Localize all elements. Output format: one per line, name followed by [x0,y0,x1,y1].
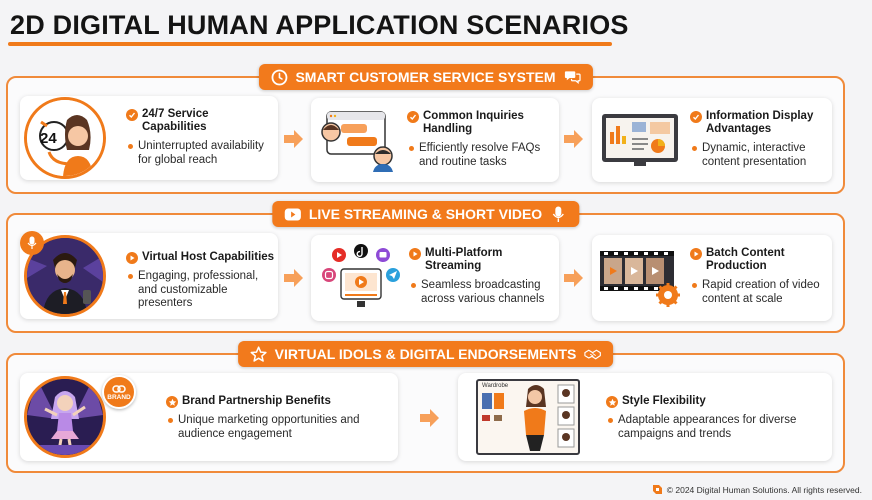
arrow-right-icon [284,269,303,287]
card-title: Common Inquiries Handling [423,110,524,135]
section-header-pill: SMART CUSTOMER SERVICE SYSTEM [258,64,593,90]
arrow-right-icon [284,130,303,148]
footer: © 2024 Digital Human Solutions. All righ… [652,484,862,495]
bullet-dot [692,146,697,151]
star-icon [166,396,178,408]
card-information-display: Information Display Advantages Dynamic, … [592,98,832,182]
card-title: 24/7 Service Capabilities [142,108,209,133]
page-title: 2D DIGITAL HUMAN APPLICATION SCENARIOS [10,10,629,40]
bullet-dot [128,144,133,149]
play-icon [690,248,702,260]
social-platforms-illustration [317,243,403,315]
arrow-right-icon [564,130,583,148]
card-title: Batch Content Production [706,247,785,272]
wardrobe-illustration: Wardrobe [476,379,580,455]
card-description: Dynamic, interactive content presentatio… [702,142,807,168]
section-virtual-idols: VIRTUAL IDOLS & DIGITAL ENDORSEMENTS BRA… [6,341,845,473]
card-brand-partnership: BRAND Brand Partnership Benefits Unique … [20,373,398,461]
chat-bubbles-icon [564,69,581,86]
company-logo-icon [652,485,662,494]
card-title: Brand Partnership Benefits [182,395,331,407]
card-description: Seamless broadcasting across various cha… [421,279,545,305]
card-247-service: 24 24/7 Service Capabilities Uninterrupt… [20,96,278,180]
section-header-pill: LIVE STREAMING & SHORT VIDEO [271,201,580,227]
check-icon [690,111,702,123]
footer-copyright: © 2024 Digital Human Solutions. All righ… [666,484,862,495]
section-smart-customer-service: SMART CUSTOMER SERVICE SYSTEM 24 24/7 Se… [6,64,845,194]
microphone-icon [550,206,567,223]
card-title: Multi-Platform Streaming [425,247,503,272]
play-button-icon [284,206,301,223]
bullet-dot [409,146,414,151]
arrow-right-icon [564,269,583,287]
section-label: VIRTUAL IDOLS & DIGITAL ENDORSEMENTS [274,346,577,362]
check-icon [407,111,419,123]
avatar: 24 [24,97,106,179]
card-description: Rapid creation of video content at scale [702,279,820,305]
film-strip-illustration [598,247,686,309]
bullet-dot [128,274,133,279]
bullet-dot [411,283,416,288]
card-description: Adaptable appearances for diverse campai… [618,414,797,440]
section-header-pill: VIRTUAL IDOLS & DIGITAL ENDORSEMENTS [237,341,614,367]
card-title: Virtual Host Capabilities [142,251,275,263]
title-underline [8,42,612,46]
card-batch-content: Batch Content Production Rapid creation … [592,235,832,321]
link-icon [112,384,126,393]
play-icon [126,252,138,264]
card-description: Efficiently resolve FAQs and routine tas… [419,142,541,168]
brand-badge: BRAND [102,375,136,409]
bullet-dot [692,283,697,288]
card-style-flexibility: Wardrobe Style Flexibility Adaptable app… [458,373,832,461]
card-title: Style Flexibility [622,395,706,407]
microphone-badge-icon [20,231,44,255]
star-icon [250,345,267,363]
bullet-dot [608,418,613,423]
wardrobe-label: Wardrobe [482,383,509,389]
bullet-dot [168,418,173,423]
clock-icon [270,69,287,86]
hours-badge: 24 [40,130,57,147]
chat-window-illustration [317,106,397,174]
dashboard-screen-illustration [600,112,682,168]
section-label: LIVE STREAMING & SHORT VIDEO [308,206,543,222]
section-label: SMART CUSTOMER SERVICE SYSTEM [295,69,556,85]
star-icon [606,396,618,408]
card-virtual-host: Virtual Host Capabilities Engaging, prof… [20,231,278,319]
play-icon [409,248,421,260]
arrow-right-icon [420,409,439,427]
brand-badge-label: BRAND [107,393,131,401]
check-icon [126,109,138,121]
card-description: Unique marketing opportunities and audie… [178,414,360,440]
handshake-icon [584,346,602,363]
card-multi-platform: Multi-Platform Streaming Seamless broadc… [311,235,559,321]
card-description: Engaging, professional, and customizable… [138,270,259,309]
card-title: Information Display Advantages [706,110,814,135]
section-live-streaming: LIVE STREAMING & SHORT VIDEO [6,201,845,333]
card-common-inquiries: Common Inquiries Handling Efficiently re… [311,98,559,182]
avatar [24,376,106,458]
card-description: Uninterrupted availability for global re… [138,140,264,166]
